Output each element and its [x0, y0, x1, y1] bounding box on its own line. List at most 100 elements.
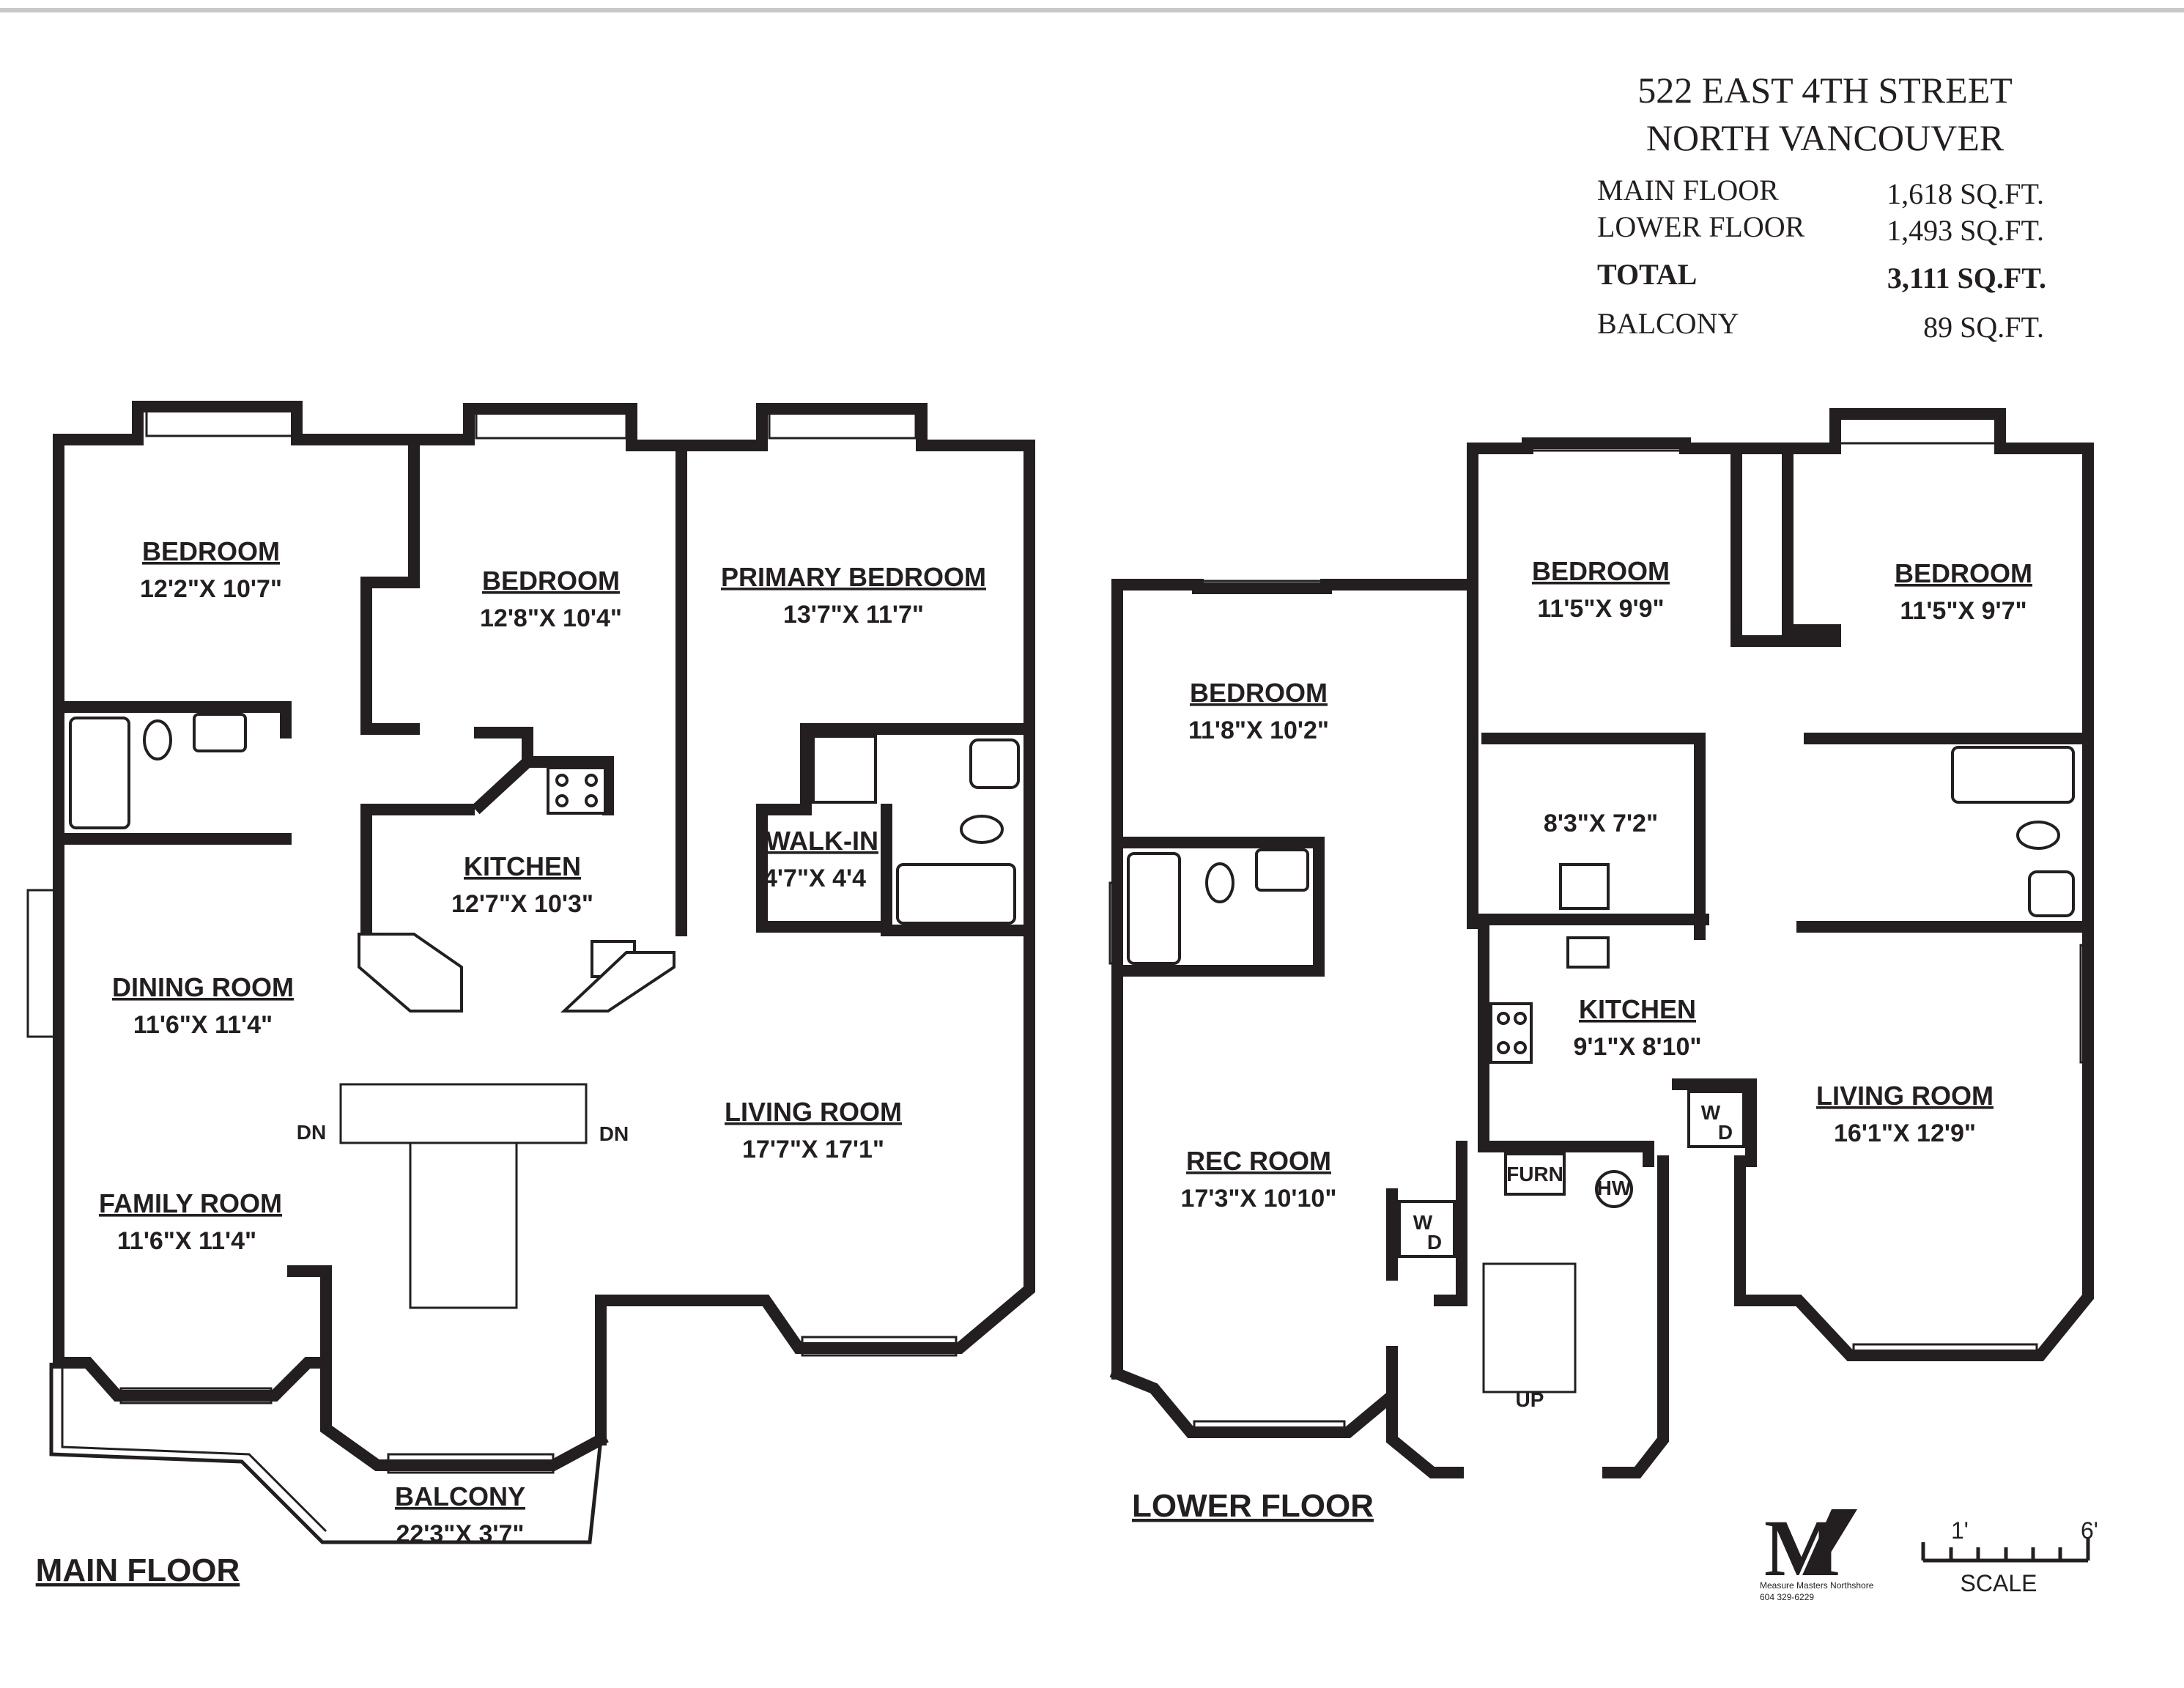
area-summary: MAIN FLOOR 1,618 SQ.FT. LOWER FLOOR 1,49… — [1597, 174, 2046, 344]
area-value-main: 1,618 SQ.FT. — [1887, 177, 2044, 210]
address-line-2: NORTH VANCOUVER — [1646, 117, 2005, 158]
burner-icon — [1497, 1012, 1510, 1025]
lower-bedroom-a-name: BEDROOM — [1190, 678, 1328, 708]
washer-label: W — [1413, 1211, 1433, 1234]
shower-icon — [812, 735, 877, 804]
sink-icon — [1566, 936, 1610, 969]
rec-room-name: REC ROOM — [1186, 1146, 1331, 1176]
lower-bedroom-a-dims: 11'8"X 10'2" — [1188, 717, 1329, 744]
property-header: 522 EAST 4TH STREET NORTH VANCOUVER — [1637, 70, 2013, 158]
hot-water-label: HW — [1597, 1177, 1632, 1199]
lower-closet-wall — [1730, 443, 1841, 647]
area-value-lower: 1,493 SQ.FT. — [1887, 214, 2044, 247]
area-value-balcony: 89 SQ.FT. — [1923, 311, 2044, 344]
area-label-balcony: BALCONY — [1597, 307, 1739, 340]
furnace-label: FURN — [1506, 1163, 1563, 1185]
main-walkin-wall — [756, 723, 892, 933]
burner-icon — [1514, 1041, 1527, 1054]
main-living-room-dims: 17'7"X 17'1" — [742, 1136, 884, 1163]
lower-bedroom-c-dims: 11'5"X 9'7" — [1900, 597, 2026, 625]
window — [801, 1336, 958, 1357]
lower-kitchen-dims: 9'1"X 8'10" — [1573, 1033, 1701, 1061]
bathtub-icon — [69, 717, 130, 829]
primary-bedroom-dims: 13'7"X 11'7" — [783, 601, 924, 629]
lower-laundry-wall — [1672, 1078, 1757, 1167]
lower-bottom-wall-mid — [1386, 1346, 1464, 1478]
area-value-total: 3,111 SQ.FT. — [1887, 262, 2046, 295]
window — [1530, 440, 1683, 452]
logo-company-name: Measure Masters Northshore — [1760, 1580, 1874, 1591]
main-floor-plan — [49, 401, 1035, 1544]
shower-icon — [1559, 863, 1610, 910]
window — [26, 889, 60, 1038]
balcony-outline — [49, 1363, 603, 1544]
sink-icon — [2028, 870, 2075, 917]
burner-icon — [555, 774, 569, 787]
toilet-icon — [2016, 821, 2060, 850]
lower-floor-fixtures — [1127, 746, 2075, 1208]
burner-icon — [1497, 1041, 1510, 1054]
washer-label: W — [1701, 1101, 1721, 1124]
window — [1200, 580, 1324, 591]
main-floor-title: MAIN FLOOR — [36, 1552, 240, 1588]
lower-kitchen-name: KITCHEN — [1579, 994, 1696, 1024]
stair-down-right-label: DN — [599, 1122, 629, 1145]
main-kitchen-top-wall — [471, 756, 614, 815]
lower-bottom-wall-right — [1602, 1155, 1669, 1478]
main-stair-lower-flight — [409, 1141, 518, 1309]
lower-floor-windows — [1108, 412, 2093, 1437]
main-floor-fixtures — [69, 713, 1020, 1013]
main-living-room-name: LIVING ROOM — [725, 1097, 902, 1127]
scale-bar: 1' 6' SCALE — [1921, 1517, 2098, 1596]
stair-down-left-label: DN — [297, 1121, 326, 1144]
scale-ruler — [1921, 1537, 2090, 1563]
logo-slash-icon — [1802, 1509, 1857, 1575]
dining-room-dims: 11'6"X 11'4" — [133, 1011, 273, 1039]
bathtub-icon — [1127, 852, 1181, 965]
burner-icon — [1514, 1012, 1527, 1025]
address-line-1: 522 EAST 4TH STREET — [1637, 70, 2013, 111]
main-bedroom-a-name: BEDROOM — [142, 536, 280, 566]
lower-bedroom-b-name: BEDROOM — [1532, 556, 1670, 586]
kitchen-counter-icon — [358, 933, 463, 1013]
main-bath-wall-top — [53, 701, 292, 738]
main-kitchen-name: KITCHEN — [464, 851, 581, 881]
dryer-label: D — [1718, 1121, 1733, 1144]
lower-bedroom-divider — [1782, 443, 1841, 636]
lower-bedroom-b-wall — [1481, 733, 1706, 940]
primary-bedroom-name: PRIMARY BEDROOM — [721, 562, 986, 592]
main-chimney-wall — [287, 1265, 332, 1369]
family-room-name: FAMILY ROOM — [99, 1188, 282, 1218]
lower-living-room-dims: 16'1"X 12'9" — [1834, 1119, 1976, 1147]
scale-left-mark: 1' — [1951, 1517, 1969, 1544]
window — [2079, 944, 2093, 1064]
lower-furnace-wall — [1434, 1141, 1467, 1306]
main-stair-upper-landing — [339, 1083, 588, 1144]
lower-bedroom-b-dims: 11'5"X 9'9" — [1537, 595, 1664, 623]
bathtub-icon — [1951, 746, 2075, 804]
washer-dryer-icon — [1687, 1090, 1745, 1148]
scale-label: SCALE — [1961, 1570, 2037, 1596]
sink-icon — [969, 738, 1020, 789]
window — [768, 407, 917, 440]
window — [119, 1387, 273, 1404]
lower-outer-wall-left — [1111, 579, 1478, 1380]
window — [387, 1453, 555, 1474]
lower-bath-wall — [1111, 837, 1325, 977]
main-floor-labels: BEDROOM 12'2"X 10'7" BEDROOM 12'8"X 10'4… — [36, 536, 986, 1588]
main-bedroom-a-dims: 12'2"X 10'7" — [140, 575, 282, 603]
rec-room-dims: 17'3"X 10'10" — [1181, 1185, 1337, 1213]
lower-bedroom-c-name: BEDROOM — [1895, 558, 2032, 588]
main-outer-wall-top — [53, 401, 687, 936]
walk-in-name: WALK-IN — [766, 826, 878, 856]
area-label-total: TOTAL — [1597, 258, 1697, 291]
balcony-railing — [61, 1363, 327, 1533]
main-closet-wall — [474, 727, 533, 760]
lower-floor-labels: BEDROOM 11'8"X 10'2" BEDROOM 11'5"X 9'9"… — [1132, 556, 2032, 1524]
lower-stair-up-label: UP — [1516, 1388, 1544, 1411]
burner-icon — [585, 774, 598, 787]
main-bedroom-b-dims: 12'8"X 10'4" — [480, 604, 622, 632]
company-logo: M Measure Masters Northshore 604 329-622… — [1760, 1503, 1874, 1602]
window — [475, 407, 628, 440]
main-floor-windows — [26, 405, 958, 1474]
